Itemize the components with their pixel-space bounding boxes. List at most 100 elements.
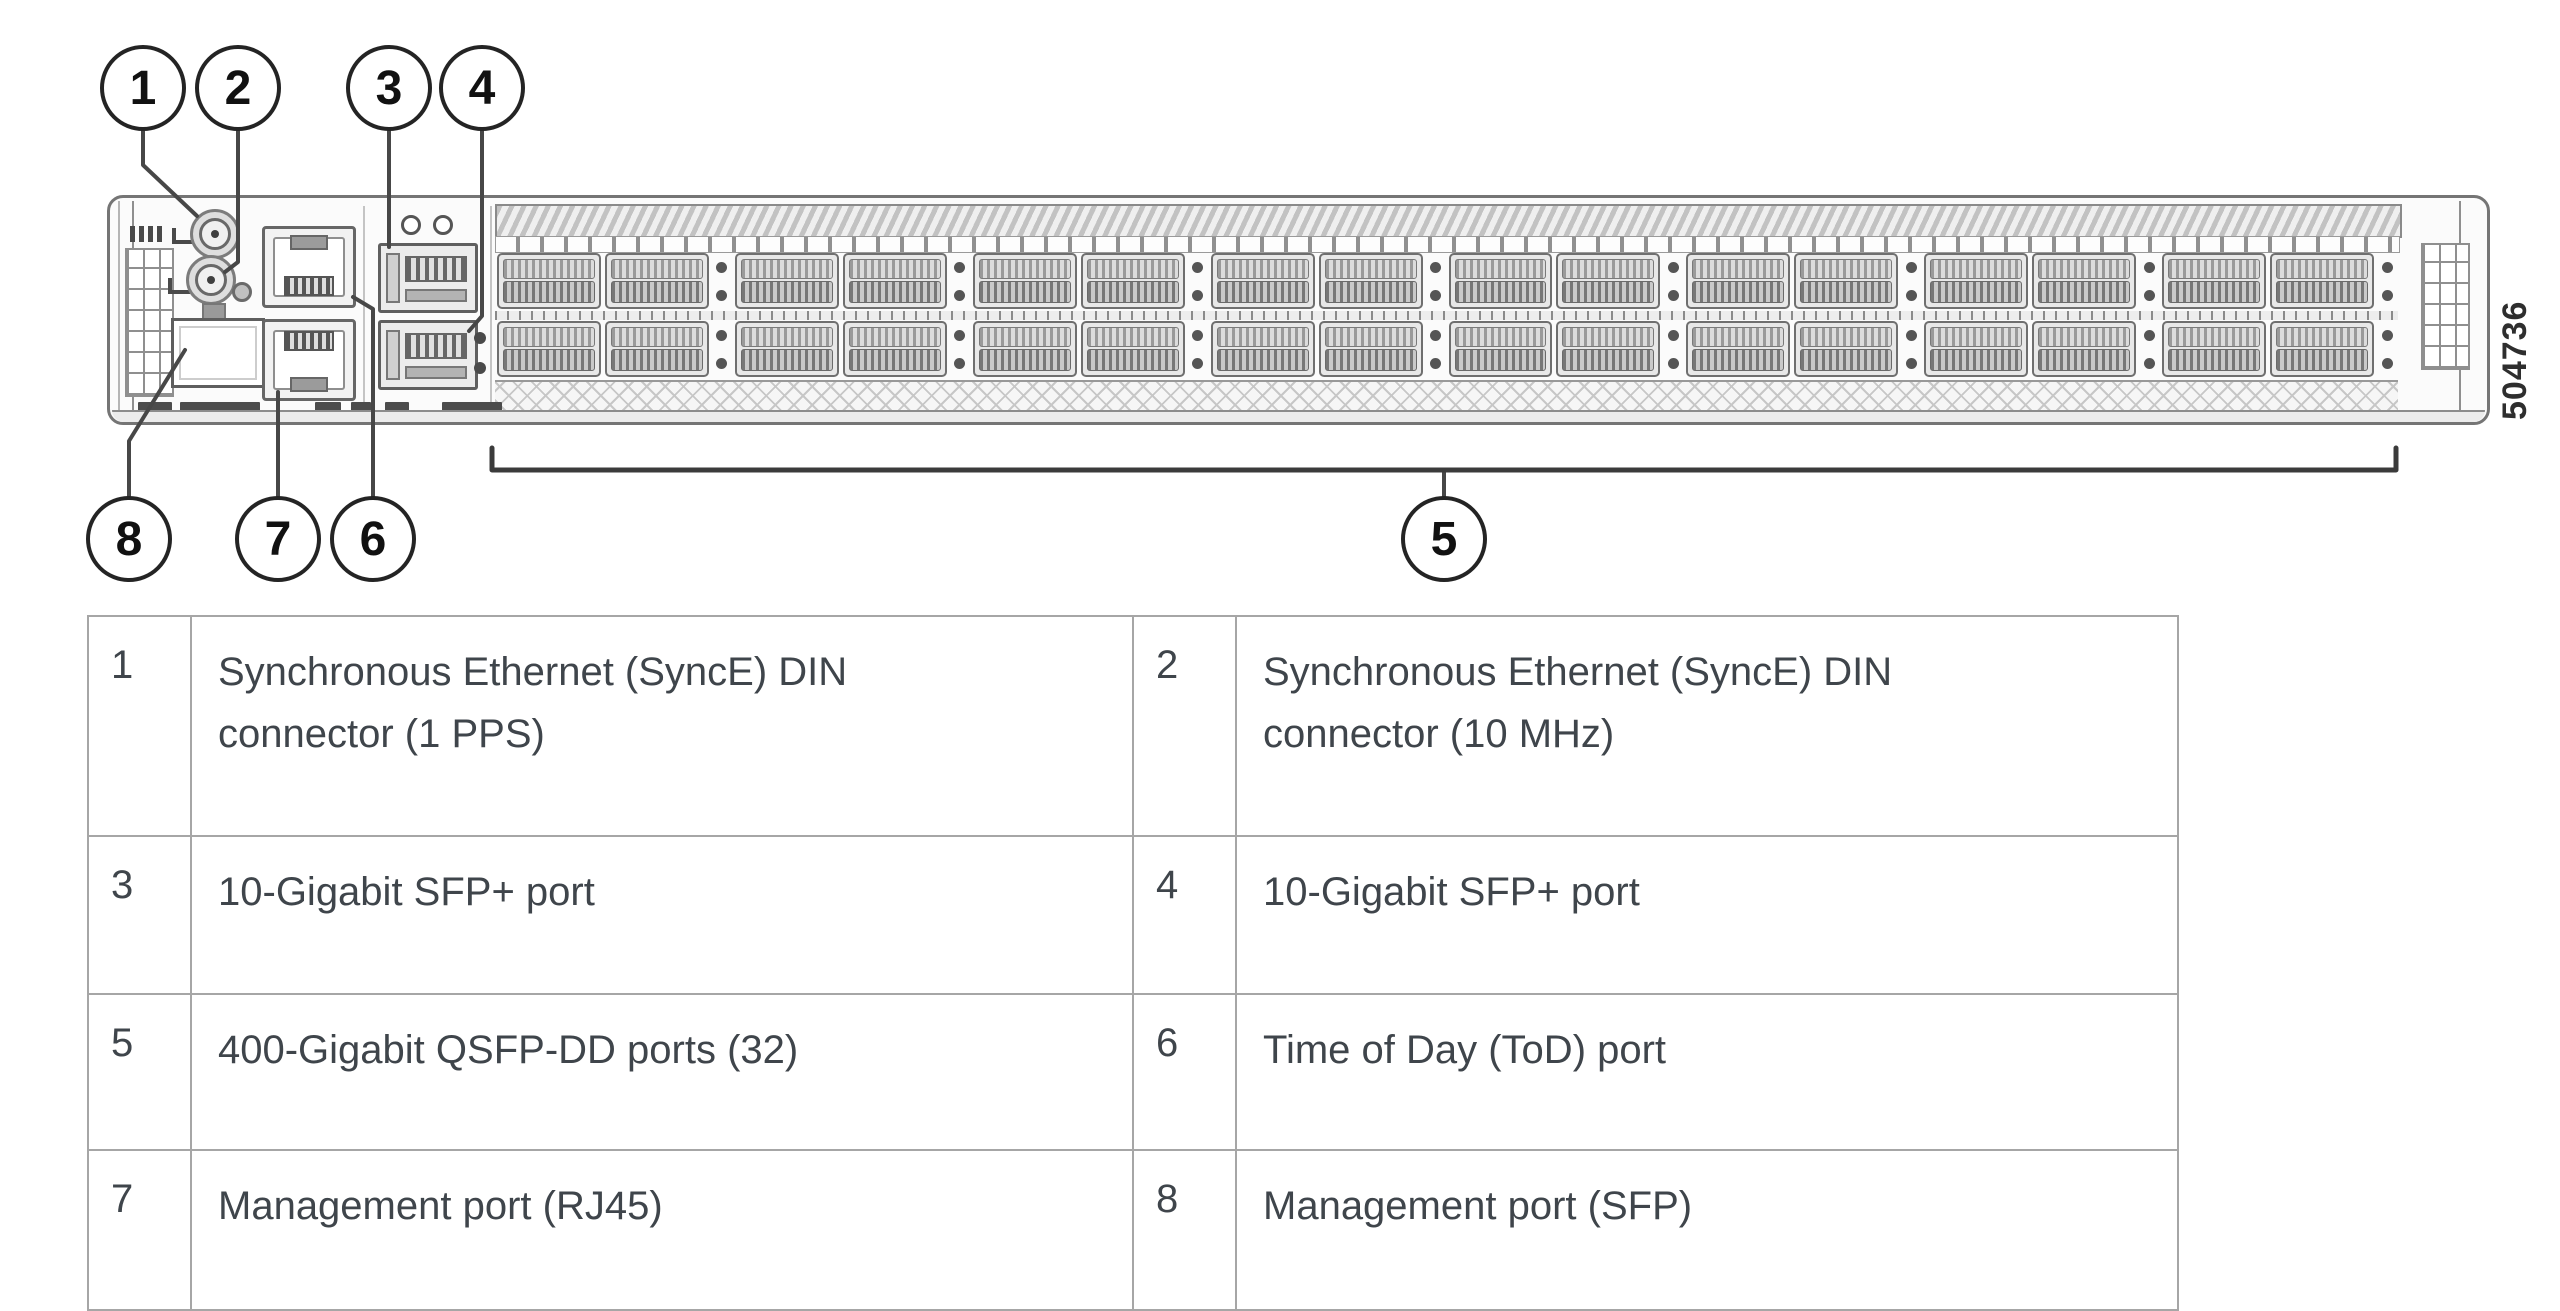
figure-part-number: 504736 xyxy=(2496,300,2534,420)
qsfp-dd-port xyxy=(734,321,839,377)
silkscreen-label xyxy=(351,402,371,411)
qsfp-dd-port xyxy=(497,321,601,377)
qsfp-dd-port xyxy=(1080,321,1185,377)
qsfp-led-column xyxy=(1900,321,1922,377)
leader-line-6 xyxy=(351,295,375,500)
sfp-emi-comb xyxy=(405,256,467,282)
qsfp-dd-port xyxy=(972,321,1077,377)
mgmt-port-pins xyxy=(284,331,334,351)
top-slot-row xyxy=(495,236,2400,253)
qsfp-dd-port xyxy=(1448,253,1553,309)
callout-2: 2 xyxy=(195,45,281,131)
qsfp-dd-port xyxy=(1448,321,1553,377)
port-led xyxy=(954,329,966,341)
legend-desc-text: Synchronous Ethernet (SyncE) DIN connect… xyxy=(1263,650,1893,756)
port-led xyxy=(1905,261,1917,273)
sync-label-icon xyxy=(130,226,166,242)
silkscreen-label xyxy=(138,402,172,411)
legend-desc-cell: Time of Day (ToD) port xyxy=(1235,993,2179,1151)
qsfp-dd-port xyxy=(842,321,947,377)
port-led xyxy=(954,261,966,273)
legend-num-cell: 1 xyxy=(87,615,192,837)
legend-desc-text: 10-Gigabit SFP+ port xyxy=(1263,870,1640,914)
top-emi-vent-strip xyxy=(495,204,2402,238)
legend-desc-cell: 400-Gigabit QSFP-DD ports (32) xyxy=(190,993,1134,1151)
qsfp-led-column xyxy=(2138,321,2160,377)
callout-leader-lines xyxy=(127,127,2399,500)
port-led xyxy=(1667,329,1679,341)
port-led xyxy=(2143,289,2155,301)
callout-6: 6 xyxy=(330,496,416,582)
silkscreen-label xyxy=(180,402,260,411)
qsfp-dd-port-row-lower xyxy=(495,321,2398,377)
qsfp-led-column xyxy=(711,321,733,377)
port-led xyxy=(1192,289,1204,301)
qsfp-dd-port xyxy=(1794,253,1899,309)
sfp-plus-led-hole-1 xyxy=(401,215,421,235)
panel-seam xyxy=(490,206,492,408)
legend-desc-text: Management port (RJ45) xyxy=(218,1184,663,1228)
legend-desc-text: Management port (SFP) xyxy=(1263,1184,1693,1228)
port-led xyxy=(1430,261,1441,273)
legend-num-cell: 8 xyxy=(1132,1149,1237,1311)
qsfp-dd-port xyxy=(734,253,839,309)
table-row: 1 Synchronous Ethernet (SyncE) DIN conne… xyxy=(87,615,2179,837)
qsfp-dd-port xyxy=(1080,253,1185,309)
qsfp-led-column xyxy=(1662,253,1684,309)
qsfp-dd-port xyxy=(604,321,709,377)
table-row: 5 400-Gigabit QSFP-DD ports (32) 6 Time … xyxy=(87,993,2179,1151)
port-led xyxy=(954,289,966,301)
device-front-panel-figure: 1 2 3 4 8 7 6 5 xyxy=(0,0,2560,615)
management-rj45-port xyxy=(262,319,356,401)
din-mount-knob xyxy=(232,282,252,302)
panel-seam xyxy=(363,206,365,408)
legend-desc-text: 10-Gigabit SFP+ port xyxy=(218,870,595,914)
qsfp-dd-port xyxy=(1210,253,1315,309)
port-led xyxy=(716,357,728,369)
callout-5-bracket xyxy=(489,445,2399,473)
qsfp-dd-port xyxy=(2032,321,2137,377)
port-led xyxy=(716,289,728,301)
callout-8: 8 xyxy=(86,496,172,582)
leader-line-1 xyxy=(141,127,199,218)
qsfp-dd-port xyxy=(2162,321,2267,377)
qsfp-led-column xyxy=(2376,321,2398,377)
legend-num-cell: 3 xyxy=(87,835,192,995)
legend-num-cell: 4 xyxy=(1132,835,1237,995)
sfp-plus-port-top xyxy=(378,243,478,313)
port-led xyxy=(716,261,728,273)
callout-3: 3 xyxy=(346,45,432,131)
left-vent-grid xyxy=(125,248,174,397)
qsfp-dd-port xyxy=(2032,253,2137,309)
qsfp-dd-port xyxy=(2270,253,2374,309)
legend-table: 1 Synchronous Ethernet (SyncE) DIN conne… xyxy=(87,615,2179,1311)
port-led xyxy=(1192,329,1204,341)
legend-desc-text: Time of Day (ToD) port xyxy=(1263,1028,1667,1072)
qsfp-dd-port xyxy=(1210,321,1315,377)
port-led xyxy=(954,357,966,369)
qsfp-dd-port xyxy=(1686,253,1791,309)
qsfp-dd-port xyxy=(972,253,1077,309)
router-chassis xyxy=(107,195,2490,425)
10mhz-label-icon xyxy=(168,278,190,294)
qsfp-dd-port xyxy=(1794,321,1899,377)
port-led xyxy=(1667,261,1679,273)
qsfp-led-column xyxy=(1662,321,1684,377)
qsfp-led-column xyxy=(1187,321,1209,377)
sfp-plus-led-hole-2 xyxy=(433,215,453,235)
legend-desc-cell: Synchronous Ethernet (SyncE) DIN connect… xyxy=(1235,615,2179,837)
qsfp-led-column xyxy=(1425,253,1447,309)
qsfp-dd-port xyxy=(1556,321,1661,377)
sfp-plus-led-2 xyxy=(474,362,486,374)
tod-port-pins xyxy=(284,276,334,296)
port-led xyxy=(2381,289,2393,301)
legend-num-cell: 6 xyxy=(1132,993,1237,1151)
qsfp-led-column xyxy=(711,253,733,309)
port-led xyxy=(1430,329,1441,341)
table-row: 7 Management port (RJ45) 8 Management po… xyxy=(87,1149,2179,1311)
qsfp-dd-port xyxy=(842,253,947,309)
qsfp-dd-port-row-upper xyxy=(495,253,2398,309)
port-led xyxy=(2381,329,2393,341)
port-led xyxy=(1905,329,1917,341)
qsfp-led-column xyxy=(949,253,971,309)
